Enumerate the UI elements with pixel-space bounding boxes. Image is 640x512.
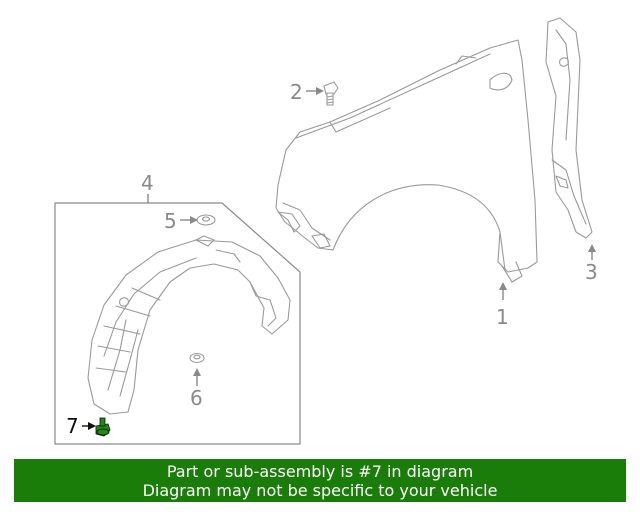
callout-7[interactable]: 7: [66, 414, 79, 438]
fender-liner-part[interactable]: [87, 235, 291, 415]
callout-6[interactable]: 6: [190, 386, 203, 410]
callout-3[interactable]: 3: [585, 260, 598, 284]
grommet-part-6[interactable]: [189, 352, 205, 364]
clip-part-7[interactable]: [95, 417, 111, 437]
callout-1[interactable]: 1: [496, 305, 509, 329]
callout-5[interactable]: 5: [164, 209, 177, 233]
info-banner: Part or sub-assembly is #7 in diagram Di…: [14, 459, 626, 502]
fender-bracket-part[interactable]: [545, 17, 593, 239]
washer-part-5[interactable]: [196, 214, 216, 226]
callout-2[interactable]: 2: [290, 80, 303, 104]
banner-line-2: Diagram may not be specific to your vehi…: [142, 480, 498, 500]
fender-part[interactable]: [275, 39, 538, 283]
banner-line-1: Part or sub-assembly is #7 in diagram: [166, 461, 474, 481]
liner-assembly-box: [54, 202, 301, 445]
callout-4[interactable]: 4: [141, 171, 154, 195]
parts-diagram: 1 2 3 4 5 6 7: [54, 17, 598, 445]
bolt-part[interactable]: [323, 81, 339, 106]
